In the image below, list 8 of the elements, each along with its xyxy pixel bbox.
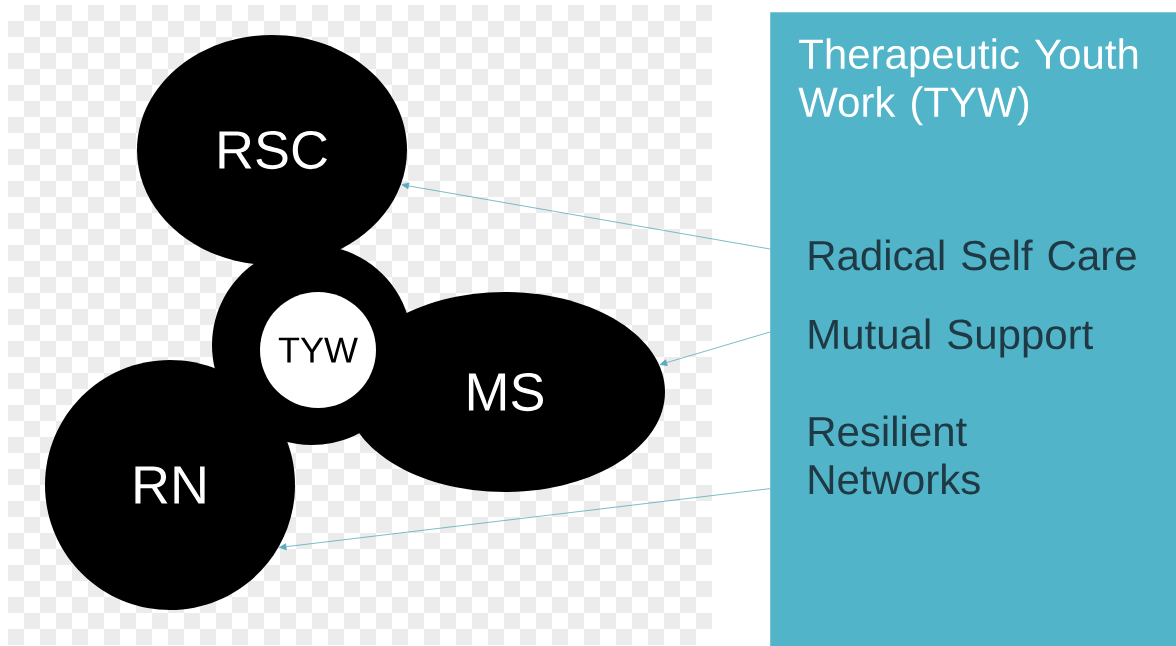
- panel-title: Therapeutic Youth Work (TYW): [798, 38, 1138, 126]
- arrow: [401, 182, 771, 250]
- list-item: Mutual Support: [809, 318, 1093, 358]
- arrow: [659, 331, 771, 366]
- list-item: Radical Self Care: [809, 239, 1136, 271]
- arrow: [279, 488, 771, 551]
- list-item: Resilient Networks: [809, 415, 980, 495]
- propeller-blade: RSC: [137, 35, 407, 265]
